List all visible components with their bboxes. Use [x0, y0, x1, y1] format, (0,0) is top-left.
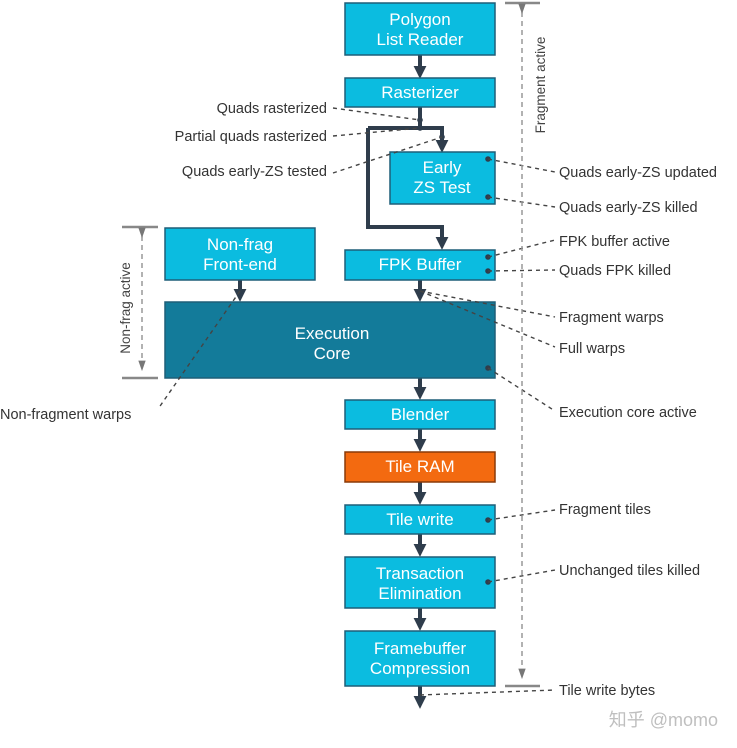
execution-core-label-2: Core — [314, 344, 351, 363]
annotation-quads-fpk-killed: Quads FPK killed — [559, 263, 671, 279]
tile-ram-label: Tile RAM — [385, 457, 454, 476]
blender-box: Blender — [344, 399, 496, 430]
leader-execution-core-active — [487, 367, 556, 412]
leader-full-warps — [419, 290, 556, 348]
annotation-partial-quads-rasterized: Partial quads rasterized — [175, 129, 327, 145]
leader-quads-early-zs-tested — [332, 136, 443, 174]
early-zs-test-box: Early ZS Test — [389, 151, 496, 205]
annotation-fragment-warps: Fragment warps — [559, 310, 664, 326]
transaction-elimination-box: Transaction Elimination — [344, 556, 496, 609]
rasterizer-box: Rasterizer — [344, 77, 496, 108]
watermark: 知乎 @momo — [609, 710, 718, 730]
tile-write-box: Tile write — [344, 504, 496, 535]
transaction-elimination-label-2: Elimination — [378, 584, 461, 603]
execution-core-box: Execution Core — [164, 301, 496, 379]
annotation-quads-early-zs-tested: Quads early-ZS tested — [182, 164, 327, 180]
fpk-buffer-label: FPK Buffer — [379, 255, 462, 274]
annotation-tile-write-bytes: Tile write bytes — [559, 683, 655, 699]
leader-quads-rasterized — [332, 107, 421, 121]
annotation-fragment-tiles: Fragment tiles — [559, 502, 651, 518]
transaction-elimination-label-1: Transaction — [376, 564, 464, 583]
flow-arrow-bypass-early-zs — [366, 128, 449, 250]
non-frag-front-end-label-1: Non-frag — [207, 235, 273, 254]
probe-dot — [417, 125, 423, 131]
polygon-list-reader-label-2: List Reader — [377, 30, 464, 49]
non-frag-active-range: Non-frag active — [118, 225, 158, 380]
non-frag-front-end-box: Non-frag Front-end — [164, 227, 316, 281]
polygon-list-reader-box: Polygon List Reader — [344, 2, 496, 56]
annotation-non-fragment-warps: Non-fragment warps — [0, 407, 131, 423]
annotation-quads-early-zs-killed: Quads early-ZS killed — [559, 200, 698, 216]
annotation-execution-core-active: Execution core active — [559, 405, 697, 421]
early-zs-test-label-1: Early — [423, 158, 462, 177]
annotation-full-warps: Full warps — [559, 341, 625, 357]
fragment-active-range: Fragment active — [505, 1, 548, 688]
annotation-quads-early-zs-updated: Quads early-ZS updated — [559, 165, 717, 181]
leader-fragment-warps — [419, 290, 556, 318]
rasterizer-label: Rasterizer — [381, 83, 459, 102]
annotation-unchanged-tiles-killed: Unchanged tiles killed — [559, 563, 700, 579]
flow-arrow-to-early-zs — [368, 126, 449, 153]
leader-partial-quads-rasterized — [332, 127, 421, 137]
probe-dot — [417, 117, 423, 123]
leader-tile-write-bytes — [419, 689, 556, 696]
tile-write-label: Tile write — [386, 510, 453, 529]
fragment-active-label: Fragment active — [533, 37, 548, 134]
framebuffer-compression-label-2: Compression — [370, 659, 470, 678]
fpk-buffer-box: FPK Buffer — [344, 249, 496, 281]
tile-ram-box: Tile RAM — [344, 451, 496, 483]
annotation-labels: Quads rasterized Partial quads rasterize… — [0, 101, 717, 699]
pipeline-boxes: Polygon List Reader Rasterizer Early ZS … — [164, 2, 496, 687]
annotation-fpk-buffer-active: FPK buffer active — [559, 234, 670, 250]
framebuffer-compression-label-1: Framebuffer — [374, 639, 467, 658]
early-zs-test-label-2: ZS Test — [413, 178, 471, 197]
execution-core-label-1: Execution — [295, 324, 370, 343]
non-frag-active-label: Non-frag active — [118, 262, 133, 354]
blender-label: Blender — [391, 405, 450, 424]
annotation-quads-rasterized: Quads rasterized — [217, 101, 327, 117]
non-frag-front-end-label-2: Front-end — [203, 255, 277, 274]
polygon-list-reader-label-1: Polygon — [389, 10, 450, 29]
leader-quads-fpk-killed — [487, 269, 556, 272]
framebuffer-compression-box: Framebuffer Compression — [344, 630, 496, 687]
